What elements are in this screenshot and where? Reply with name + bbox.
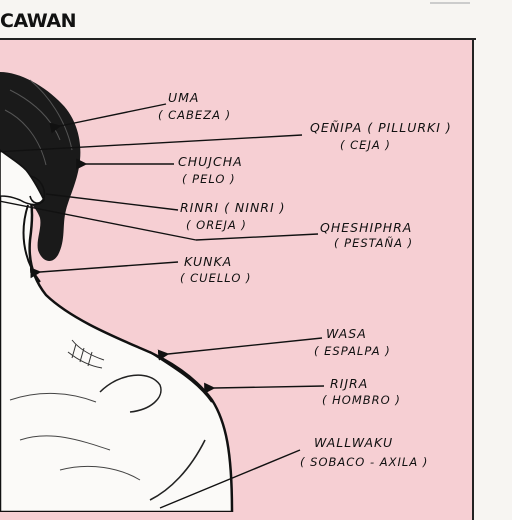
label-kunka: KUNKA (184, 256, 232, 269)
label-rinri: RINRI ( NINRI ) (180, 202, 286, 215)
label-rijra: RIJRA (330, 378, 368, 391)
pointer-wasa (168, 338, 322, 354)
label-kunka-es: ( CUELLO ) (180, 273, 252, 285)
label-wasa-es: ( ESPALPA ) (314, 346, 391, 358)
pointer-rijra (214, 386, 324, 388)
label-rinri-es: ( OREJA ) (186, 220, 247, 232)
label-wallwaku: WALLWAKU (314, 437, 393, 450)
label-rijra-es: ( HOMBRO ) (322, 395, 401, 407)
label-wasa: WASA (326, 328, 367, 341)
label-qenipa: QEÑIPA ( PILLURKI ) (310, 122, 452, 135)
pointer-qheshiphra (196, 234, 318, 240)
label-wallwaku-es: ( SOBACO - AXILA ) (300, 457, 428, 469)
label-chujcha-es: ( PELO ) (182, 174, 236, 186)
pointer-uma (60, 104, 166, 126)
label-uma-es: ( CABEZA ) (158, 110, 231, 122)
label-qheshiphra: QHESHIPHRA (320, 222, 412, 235)
label-qheshiphra-es: ( PESTAÑA ) (334, 238, 413, 250)
label-uma: UMA (168, 92, 200, 105)
label-qenipa-es: ( CEJA ) (340, 140, 391, 152)
label-chujcha: CHUJCHA (178, 156, 243, 169)
pointer-kunka (40, 262, 178, 272)
